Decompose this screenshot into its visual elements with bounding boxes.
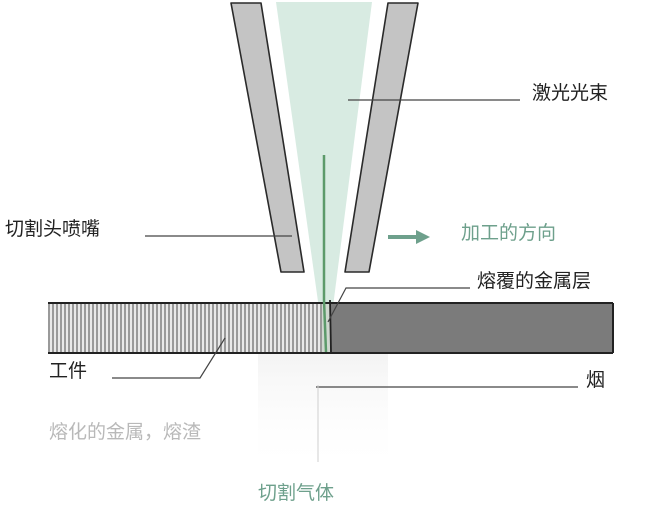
leader-clad-layer <box>327 287 470 323</box>
workpiece-right <box>330 303 613 353</box>
label-laser-beam: 激光光束 <box>532 82 609 104</box>
label-molten-metal: 熔化的金属，熔渣 <box>49 421 202 443</box>
workpiece-left <box>48 303 322 353</box>
leader-workpiece <box>112 337 226 379</box>
label-cutting-gas: 切割气体 <box>258 482 335 504</box>
label-direction: 加工的方向 <box>461 222 557 244</box>
beam-centerline <box>322 155 328 353</box>
direction-arrow-head <box>416 230 430 244</box>
label-nozzle: 切割头喷嘴 <box>5 218 101 240</box>
nozzle-left-wall <box>230 2 305 273</box>
label-smoke: 烟 <box>586 369 606 391</box>
gas-exhaust <box>258 354 388 474</box>
nozzle-right-wall <box>344 2 419 273</box>
label-clad-layer: 熔覆的金属层 <box>477 270 592 292</box>
label-workpiece: 工件 <box>49 360 88 382</box>
clad-layer-edge <box>329 299 332 353</box>
